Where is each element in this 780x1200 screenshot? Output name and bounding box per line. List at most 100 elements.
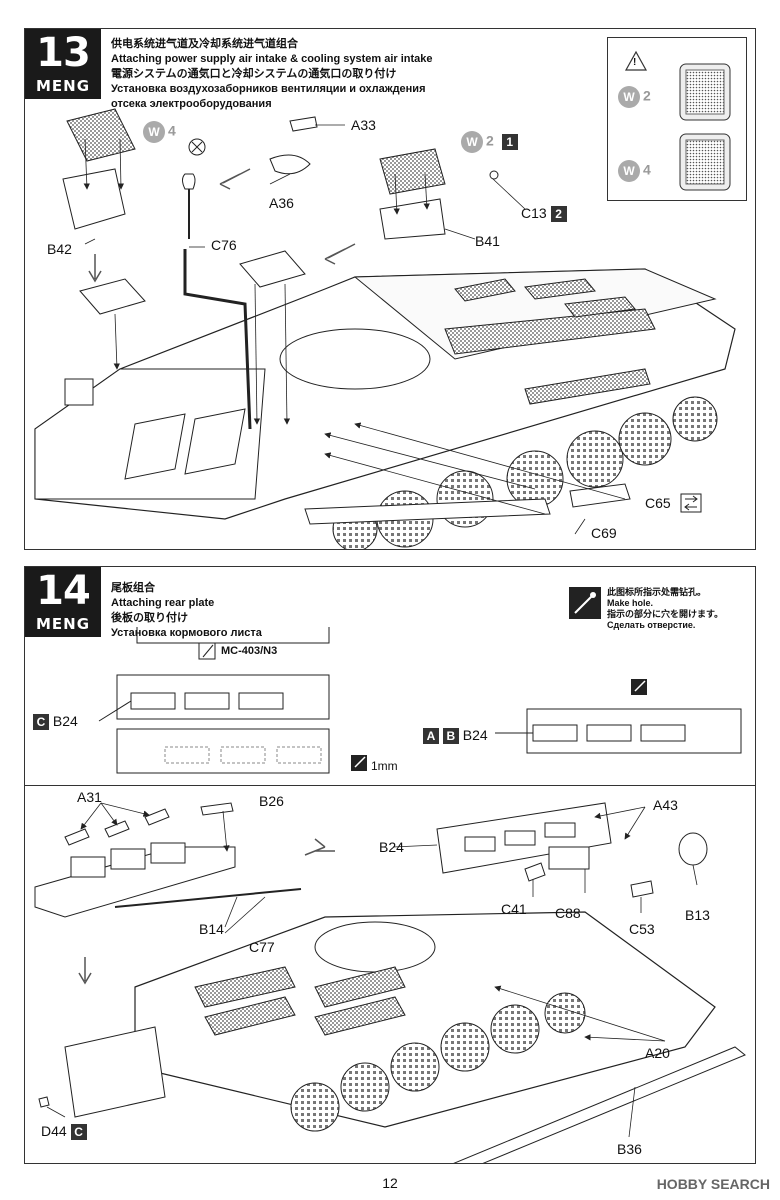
step-14-title-jp: 後板の取り付け bbox=[111, 612, 188, 624]
exhaust-pipe bbox=[183, 249, 252, 430]
variant-a-badge: A bbox=[423, 728, 439, 745]
w4-count: 4 bbox=[168, 122, 176, 139]
part-c76-cap bbox=[182, 173, 196, 190]
part-b42 bbox=[62, 168, 126, 230]
watermark: HOBBY SEARCH bbox=[656, 1176, 770, 1192]
step-14-drawing bbox=[34, 627, 746, 1163]
drill-note-jp: 指示の部分に穴を開けます。 bbox=[607, 609, 724, 619]
part-b14-rod bbox=[114, 888, 302, 908]
part-a31-2 bbox=[104, 820, 130, 838]
step-14-panel: 14 MENG 尾板组合 Attaching rear plate 後板の取り付… bbox=[24, 566, 756, 1164]
label-drill-size: 1mm bbox=[371, 759, 398, 773]
part-d44 bbox=[38, 1096, 50, 1108]
arrow-down-icon bbox=[88, 254, 102, 283]
label-c88: C88 bbox=[555, 905, 581, 921]
step-13-title-ru1: Установка воздухозаборников вентиляции и… bbox=[111, 83, 426, 95]
label-c53: C53 bbox=[629, 921, 655, 937]
step-13-badge: 13 MENG bbox=[25, 29, 101, 99]
section-divider bbox=[25, 785, 755, 786]
label-c13: C13 2 bbox=[521, 205, 567, 223]
label-ab-b24: A B B24 bbox=[423, 727, 488, 745]
step-13-title-ru2: отсека электрооборудования bbox=[111, 98, 272, 110]
step-14-titles: 尾板组合 Attaching rear plate 後板の取り付け Устано… bbox=[111, 581, 262, 641]
label-b13: B13 bbox=[685, 907, 710, 923]
step-14-title-en: Attaching rear plate bbox=[111, 597, 215, 609]
w-circle-icon: W bbox=[461, 131, 483, 153]
step-14-title-cn: 尾板组合 bbox=[111, 582, 155, 594]
label-d44: D44 C bbox=[41, 1123, 87, 1141]
cowl-left bbox=[79, 278, 146, 315]
part-a36 bbox=[269, 154, 311, 175]
step-14-title-ru: Установка кормового листа bbox=[111, 627, 262, 639]
label-d44-text: D44 bbox=[41, 1123, 67, 1139]
part-a31-3 bbox=[144, 808, 170, 826]
label-a36: A36 bbox=[269, 195, 294, 211]
label-b14: B14 bbox=[199, 921, 224, 937]
drill-note-en: Make hole. bbox=[607, 598, 654, 608]
label-c-b24: C B24 bbox=[33, 713, 78, 731]
w-circle-icon: W bbox=[143, 121, 165, 143]
drill-icon bbox=[569, 587, 601, 619]
label-a33: A33 bbox=[351, 117, 376, 133]
part-a31-1 bbox=[64, 828, 90, 846]
w-circle-icon: W bbox=[618, 86, 640, 108]
hull-outline-2 bbox=[134, 911, 716, 1128]
label-a43: A43 bbox=[653, 797, 678, 813]
cowl-right bbox=[239, 250, 306, 288]
part-c53 bbox=[630, 880, 654, 898]
label-c65: C65 bbox=[645, 495, 671, 511]
label-c41: C41 bbox=[501, 901, 527, 917]
part-a33 bbox=[289, 116, 318, 132]
variant-b-badge: B bbox=[442, 728, 459, 745]
mesh-screen-b42 bbox=[66, 108, 136, 162]
arrow-left-icon bbox=[304, 838, 335, 856]
turret-ring-2 bbox=[314, 921, 436, 973]
road-wheels-2 bbox=[290, 992, 586, 1132]
rear-plate-lower bbox=[64, 1026, 166, 1118]
variant-c-badge: C bbox=[33, 714, 49, 731]
arrow-icon bbox=[219, 168, 251, 190]
label-b36: B36 bbox=[617, 1141, 642, 1157]
drill-note: 此图标所指示处需钻孔。 Make hole. 指示の部分に穴を開けます。 Сде… bbox=[569, 587, 749, 633]
variant-c-badge-2: C bbox=[70, 1124, 87, 1141]
step-13-title-cn: 供电系统进气道及冷却系统进气道组合 bbox=[111, 38, 298, 50]
part-b41 bbox=[379, 198, 446, 240]
step-14-brand: MENG bbox=[35, 615, 91, 633]
part-b36 bbox=[453, 1046, 746, 1163]
arrow-icon bbox=[324, 243, 356, 265]
step-13-titles: 供电系统进气道及冷却系统进气道组合 Attaching power supply… bbox=[111, 37, 433, 112]
label-c13-text: C13 bbox=[521, 205, 547, 221]
part-c41 bbox=[524, 862, 546, 882]
inset-drawing bbox=[624, 50, 731, 191]
step-13-title-jp: 電源システムの通気口と冷却システムの通気口の取り付け bbox=[111, 68, 397, 80]
step-13-title-en: Attaching power supply air intake & cool… bbox=[111, 53, 433, 65]
flip-icon bbox=[680, 493, 702, 513]
drill-note-ru: Сделать отверстие. bbox=[607, 620, 696, 630]
label-b41: B41 bbox=[475, 233, 500, 249]
w2-count: 2 bbox=[486, 132, 494, 149]
label-c69: C69 bbox=[591, 525, 617, 541]
label-c76: C76 bbox=[211, 237, 237, 253]
drill-note-cn: 此图标所指示处需钻孔。 bbox=[607, 587, 707, 597]
label-b24: B24 bbox=[379, 839, 404, 855]
w-circle-icon: W bbox=[618, 160, 640, 182]
label-c77: C77 bbox=[249, 939, 275, 955]
step-ref-1: 1 bbox=[501, 134, 518, 150]
part-b13 bbox=[678, 832, 708, 866]
label-b42: B42 bbox=[47, 241, 72, 257]
label-a31: A31 bbox=[77, 789, 102, 805]
inset-w4-count: 4 bbox=[643, 161, 651, 178]
inset-warning-mark: ! bbox=[633, 57, 637, 68]
step-14-number: 14 bbox=[36, 568, 91, 614]
part-c69 bbox=[304, 498, 551, 525]
step-13-number: 13 bbox=[36, 30, 91, 76]
mesh-screen-b41 bbox=[379, 148, 446, 195]
step-13-brand: MENG bbox=[35, 77, 91, 95]
step-13-hull-drawing bbox=[34, 108, 736, 549]
label-ab-b24-text: B24 bbox=[462, 727, 488, 743]
label-b26: B26 bbox=[259, 793, 284, 809]
